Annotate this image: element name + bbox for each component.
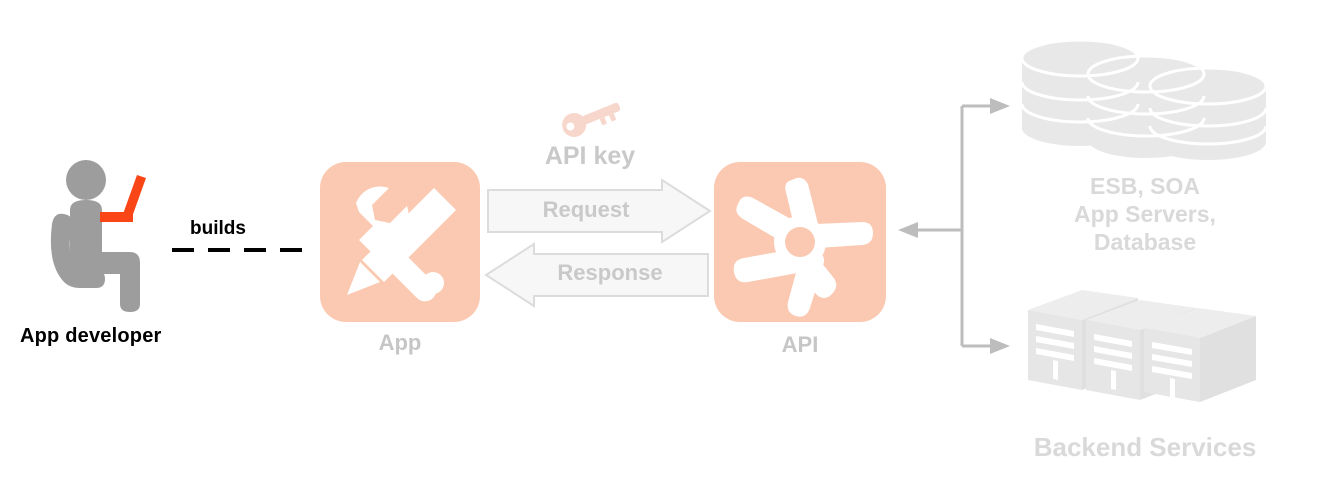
wrench-and-pencil-tools-icon	[347, 186, 456, 302]
dashed-connector	[172, 248, 302, 252]
api-tile[interactable]	[714, 162, 886, 322]
database-stack-icon	[1018, 36, 1268, 160]
seated-developer-with-laptop-icon	[38, 158, 178, 318]
app-developer-label: App developer	[20, 325, 162, 347]
key-icon	[556, 96, 626, 137]
branching-connector-icon	[886, 90, 1016, 360]
backend-label-line-1: App Servers,	[1074, 201, 1216, 227]
api-key-label: API key	[544, 142, 636, 170]
api-star-hub-icon	[733, 177, 873, 317]
app-caption: App	[378, 330, 422, 355]
backend-services-label: Backend Services	[1033, 432, 1257, 462]
response-label: Response	[557, 260, 663, 285]
backend-label-line-0: ESB, SOA	[1090, 173, 1200, 199]
server-towers-icon	[1020, 282, 1265, 402]
left-block-arrow-icon	[482, 242, 710, 308]
backend-label-line-2: Database	[1093, 229, 1197, 255]
app-tile[interactable]	[320, 162, 480, 322]
request-label: Request	[542, 197, 630, 222]
backend-node-label-0: ESB, SOA App Servers, Database	[1010, 172, 1280, 256]
api-caption: API	[781, 332, 819, 357]
builds-label: builds	[190, 218, 246, 239]
right-block-arrow-icon	[486, 178, 714, 244]
